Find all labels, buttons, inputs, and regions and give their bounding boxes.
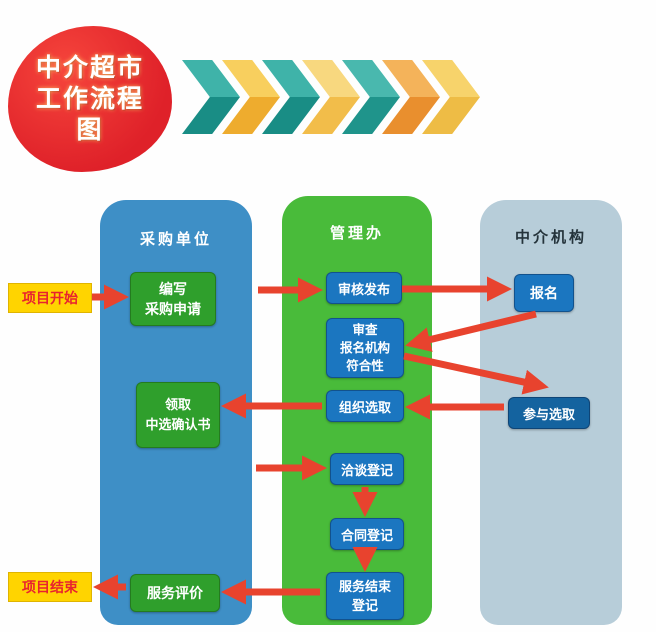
node-participate-selection: 参与选取	[508, 397, 590, 429]
node-review-compliance: 审查 报名机构 符合性	[326, 318, 404, 378]
node-receive-confirmation: 领取 中选确认书	[136, 382, 220, 448]
title-badge: 中介超市 工作流程 图	[8, 26, 172, 172]
node-review-publish: 审核发布	[326, 272, 402, 304]
column-agency-header: 中介机构	[514, 229, 587, 246]
node-write-application: 编写 采购申请	[130, 272, 216, 326]
title-text: 中介超市 工作流程 图	[35, 53, 144, 144]
node-contract-registration: 合同登记	[330, 518, 404, 550]
column-procurement-header: 采购单位	[139, 231, 212, 248]
node-organize-selection: 组织选取	[326, 390, 404, 422]
node-signup: 报名	[514, 274, 574, 312]
column-management-header: 管理办	[329, 225, 384, 242]
start-label: 项目开始	[8, 283, 92, 313]
node-negotiation-registration: 洽谈登记	[330, 453, 404, 485]
end-label: 项目结束	[8, 572, 92, 602]
node-service-end-registration: 服务结束 登记	[326, 572, 404, 620]
node-service-evaluation: 服务评价	[130, 574, 220, 612]
